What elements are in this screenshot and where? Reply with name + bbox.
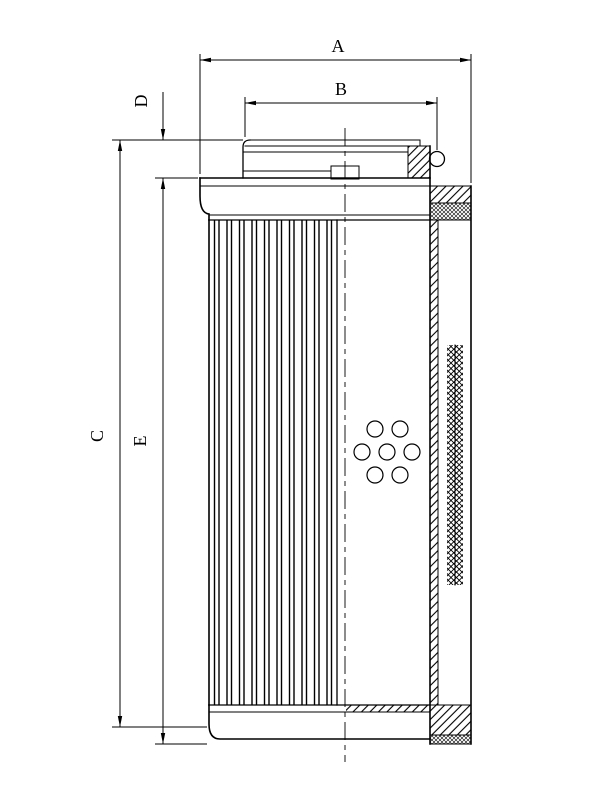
bottom-end-cap <box>208 704 472 745</box>
perforation-hole <box>366 420 384 438</box>
bottom-cap-profile <box>208 704 431 740</box>
bottom-gasket <box>429 734 472 745</box>
top-end-cap <box>199 139 446 221</box>
perforation-hole <box>378 443 396 461</box>
pleats-fill <box>212 220 337 705</box>
inner-wall-hatch <box>430 220 438 705</box>
seal-ball <box>428 150 446 168</box>
dim-a-label: A <box>332 36 345 56</box>
perforation-hole <box>366 466 384 484</box>
collar-left-edge <box>242 139 251 179</box>
collar-thread-lines <box>242 139 431 172</box>
cap-left-profile <box>199 177 210 221</box>
dimension-b: B <box>244 79 438 150</box>
dim-c-label: C <box>87 430 107 442</box>
dimension-d: D <box>131 92 166 140</box>
dimension-e: E <box>130 177 207 745</box>
center-boss <box>330 165 360 180</box>
perforation-holes <box>353 420 421 484</box>
dim-d-label: D <box>131 95 151 108</box>
flange-section-hatch <box>429 185 472 204</box>
dimension-a: A <box>199 36 472 183</box>
dimension-c: C <box>87 139 243 728</box>
perforation-hole <box>391 420 409 438</box>
wire-mesh <box>447 344 463 586</box>
perforation-hole <box>391 466 409 484</box>
bottom-section-hatch <box>429 704 472 736</box>
dim-b-label: B <box>335 79 347 99</box>
dim-e-label: E <box>130 436 150 447</box>
mounting-flange <box>429 185 472 221</box>
support-tube <box>429 145 439 745</box>
filter-media <box>208 219 338 706</box>
perforation-hole <box>353 443 371 461</box>
flange-gasket <box>429 202 472 221</box>
bottom-cap-section-bar <box>346 705 430 712</box>
perforation-hole <box>403 443 421 461</box>
collar-section-hatch <box>407 145 431 179</box>
